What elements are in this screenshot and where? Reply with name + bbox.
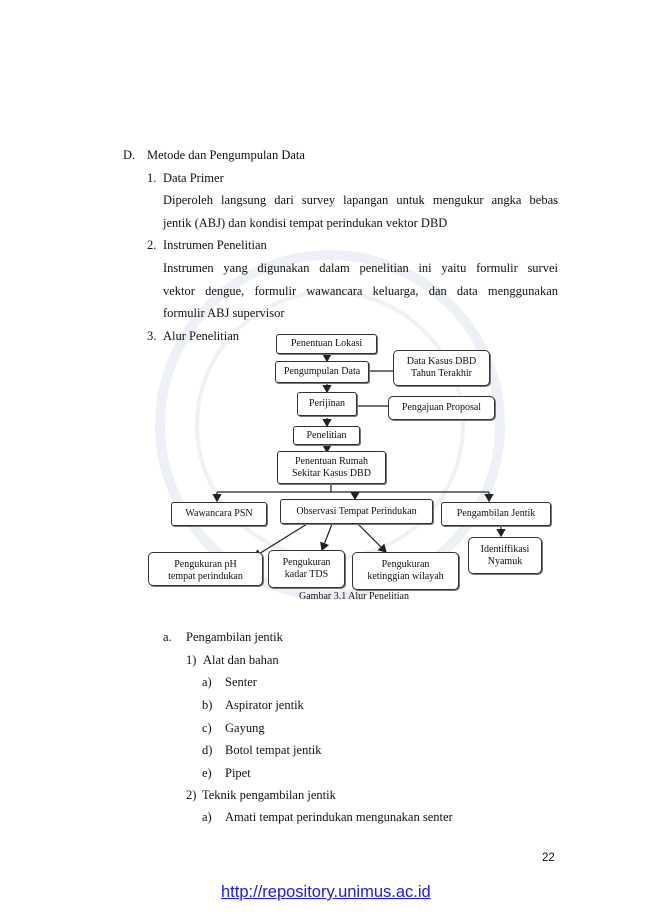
page-number: 22 (542, 852, 555, 864)
flow-box-pengukuran-tds: Pengukuran kadar TDS (268, 550, 345, 588)
item-2-para-line-3: formulir ABJ supervisor (163, 306, 285, 320)
item-1-number: 1. (147, 171, 157, 185)
flow-label-line-2: Tahun Terakhir (411, 368, 472, 379)
flow-label: Pengajuan Proposal (401, 402, 482, 413)
flow-label-line-1: Pengukuran (381, 559, 430, 570)
item-1-para-line-2: jentik (ABJ) dan kondisi tempat perinduk… (163, 216, 448, 230)
flow-label-line-2: ketinggian wilayah (367, 571, 444, 582)
flow-label: Pengumpulan Data (283, 366, 361, 377)
item-3-title: Alur Penelitian (163, 329, 240, 343)
sub1-marker: 1) (186, 653, 197, 667)
list-item-marker: c) (202, 721, 212, 735)
flow-label-line-1: Pengukuran (282, 557, 331, 568)
flow-box-penelitian: Penelitian (293, 426, 360, 445)
list-item-marker: a) (202, 675, 212, 689)
flow-label-line-2: tempat perindukan (168, 571, 243, 582)
list-item-text: Gayung (225, 721, 265, 735)
item-1-title: Data Primer (163, 171, 224, 185)
item-2-number: 2. (147, 238, 157, 252)
repository-link[interactable]: http://repository.unimus.ac.id (221, 883, 431, 901)
item-3-number: 3. (147, 329, 157, 343)
sub-a-marker: a. (163, 630, 172, 644)
flow-label-line-1: Data Kasus DBD (406, 356, 477, 367)
item-1-para-line-1: Diperoleh langsung dari survey lapangan … (163, 193, 558, 207)
flow-label-line-1: Penentuan Rumah (294, 455, 369, 467)
list-item-text: Botol tempat jentik (225, 743, 322, 757)
flow-box-observasi: Observasi Tempat Perindukan (280, 499, 433, 524)
flow-box-pengukuran-ph: Pengukuran pH tempat perindukan (148, 552, 263, 586)
sub2-title: Teknik pengambilan jentik (202, 788, 336, 802)
list-item-marker: e) (202, 766, 212, 780)
item-2-title: Instrumen Penelitian (163, 238, 267, 252)
flow-box-pengumpulan-data: Pengumpulan Data (275, 361, 369, 383)
flow-label: Penentuan Lokasi (290, 338, 363, 349)
list-item-marker: a) (202, 810, 212, 824)
flow-box-pengukuran-ketinggian: Pengukuran ketinggian wilayah (352, 552, 459, 590)
flow-label-line-2: Sekitar Kasus DBD (292, 467, 371, 479)
list-item-text: Aspirator jentik (225, 698, 304, 712)
section-marker: D. (123, 148, 136, 162)
flow-label: Observasi Tempat Perindukan (296, 505, 417, 517)
flow-label-line-1: Pengukuran pH (174, 559, 237, 570)
section-title: Metode dan Pengumpulan Data (147, 148, 305, 162)
flow-label: Pengambilan Jentik (456, 508, 536, 519)
sub1-title: Alat dan bahan (203, 653, 279, 667)
flow-label-line-1: Identiffikasi (480, 543, 530, 555)
flow-label: Perijinan (308, 398, 346, 409)
flow-label-line-2: kadar TDS (284, 569, 329, 580)
list-item-text: Pipet (225, 766, 251, 780)
flow-box-identifikasi-nyamuk: Identiffikasi Nyamuk (468, 537, 542, 574)
list-item-marker: d) (202, 743, 213, 757)
flow-label: Wawancara PSN (185, 508, 253, 519)
item-2-para-line-2: vektor dengue, formulir wawancara keluar… (163, 284, 558, 298)
flow-box-data-kasus-dbd: Data Kasus DBD Tahun Terakhir (393, 350, 490, 386)
flow-box-perijinan: Perijinan (297, 392, 357, 416)
flow-box-pengambilan-jentik: Pengambilan Jentik (441, 502, 551, 526)
flow-label: Penelitian (306, 429, 347, 441)
flow-box-wawancara-psn: Wawancara PSN (171, 502, 267, 526)
sub-a-title: Pengambilan jentik (186, 630, 283, 644)
flow-box-penentuan-lokasi: Penentuan Lokasi (276, 334, 377, 354)
flow-label-line-2: Nyamuk (487, 555, 523, 567)
list-item-text: Senter (225, 675, 257, 689)
list-item-marker: b) (202, 698, 213, 712)
figure-caption: Gambar 3.1 Alur Penelitian (299, 591, 409, 602)
watermark-seal (155, 250, 505, 600)
flow-box-penentuan-rumah: Penentuan Rumah Sekitar Kasus DBD (277, 451, 386, 484)
flow-box-pengajuan-proposal: Pengajuan Proposal (388, 396, 495, 420)
item-2-para-line-1: Instrumen yang digunakan dalam penelitia… (163, 261, 558, 275)
sub2-marker: 2) (186, 788, 197, 802)
list-item-text: Amati tempat perindukan mengunakan sente… (225, 810, 453, 824)
